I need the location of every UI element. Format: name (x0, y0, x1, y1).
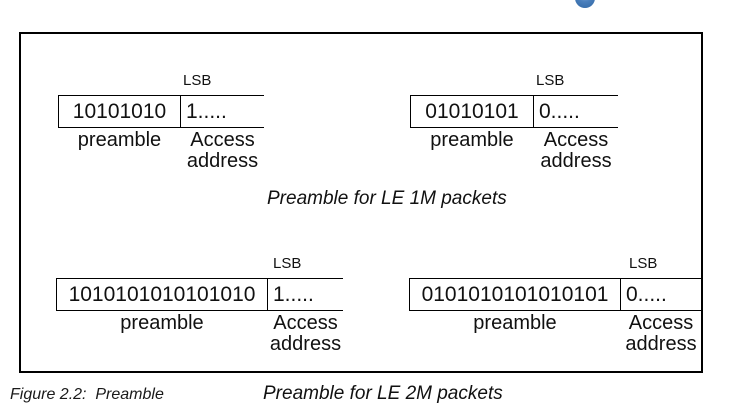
preamble-label: preamble (77, 129, 162, 151)
access-address-label: Access address (181, 130, 264, 172)
field-labels: preamble Access address (409, 313, 701, 355)
access-address-label: Access address (621, 313, 701, 355)
access-address-bits-cell: 0..... (621, 278, 701, 311)
access-label-line1: Access (543, 129, 609, 151)
le2m-group-caption: Preamble for LE 2M packets (263, 383, 503, 404)
access-label-line2: address (269, 333, 342, 355)
access-label-line2: address (186, 150, 259, 172)
preamble-bits-cell: 10101010 (58, 95, 181, 128)
access-label-line2: address (625, 333, 697, 355)
access-label-line2: address (540, 150, 612, 172)
bit-cells: 01010101 0..... (410, 95, 618, 128)
lsb-label: LSB (183, 72, 212, 89)
lsb-label: LSB (273, 255, 302, 272)
bit-cells: 1010101010101010 1..... (56, 278, 343, 311)
preamble-bits-cell: 1010101010101010 (56, 278, 268, 311)
preamble-bits-cell: 01010101 (410, 95, 534, 128)
access-label-line1: Access (273, 312, 338, 334)
preamble-label: preamble (120, 312, 204, 334)
figure-caption: Figure 2.2: Preamble (10, 386, 164, 403)
packet-diagram-le1m-right: LSB 01010101 0..... preamble Access addr… (410, 72, 618, 172)
packet-diagram-le2m-left: LSB 1010101010101010 1..... preamble Acc… (56, 255, 343, 355)
field-labels: preamble Access address (410, 130, 618, 172)
figure-box: LSB 10101010 1..... preamble Access addr… (19, 32, 703, 404)
access-address-bits-cell: 1..... (181, 95, 264, 128)
access-label-line1: Access (628, 312, 694, 334)
le1m-group-caption: Preamble for LE 1M packets (267, 188, 507, 209)
bit-cells: 10101010 1..... (58, 95, 264, 128)
info-icon[interactable] (575, 0, 595, 8)
access-address-bits-cell: 0..... (534, 95, 618, 128)
packet-diagram-le2m-right: LSB 0101010101010101 0..... preamble Acc… (409, 255, 701, 355)
bit-cells: 0101010101010101 0..... (409, 278, 701, 311)
access-label-line1: Access (190, 129, 255, 151)
access-address-label: Access address (534, 130, 618, 172)
field-labels: preamble Access address (58, 130, 264, 172)
preamble-label: preamble (430, 129, 514, 151)
preamble-bits-cell: 0101010101010101 (409, 278, 621, 311)
lsb-label: LSB (536, 72, 565, 89)
access-address-label: Access address (268, 313, 343, 355)
access-address-bits-cell: 1..... (268, 278, 343, 311)
packet-diagram-le1m-left: LSB 10101010 1..... preamble Access addr… (58, 72, 264, 172)
preamble-label: preamble (473, 312, 557, 334)
lsb-label: LSB (629, 255, 658, 272)
field-labels: preamble Access address (56, 313, 343, 355)
